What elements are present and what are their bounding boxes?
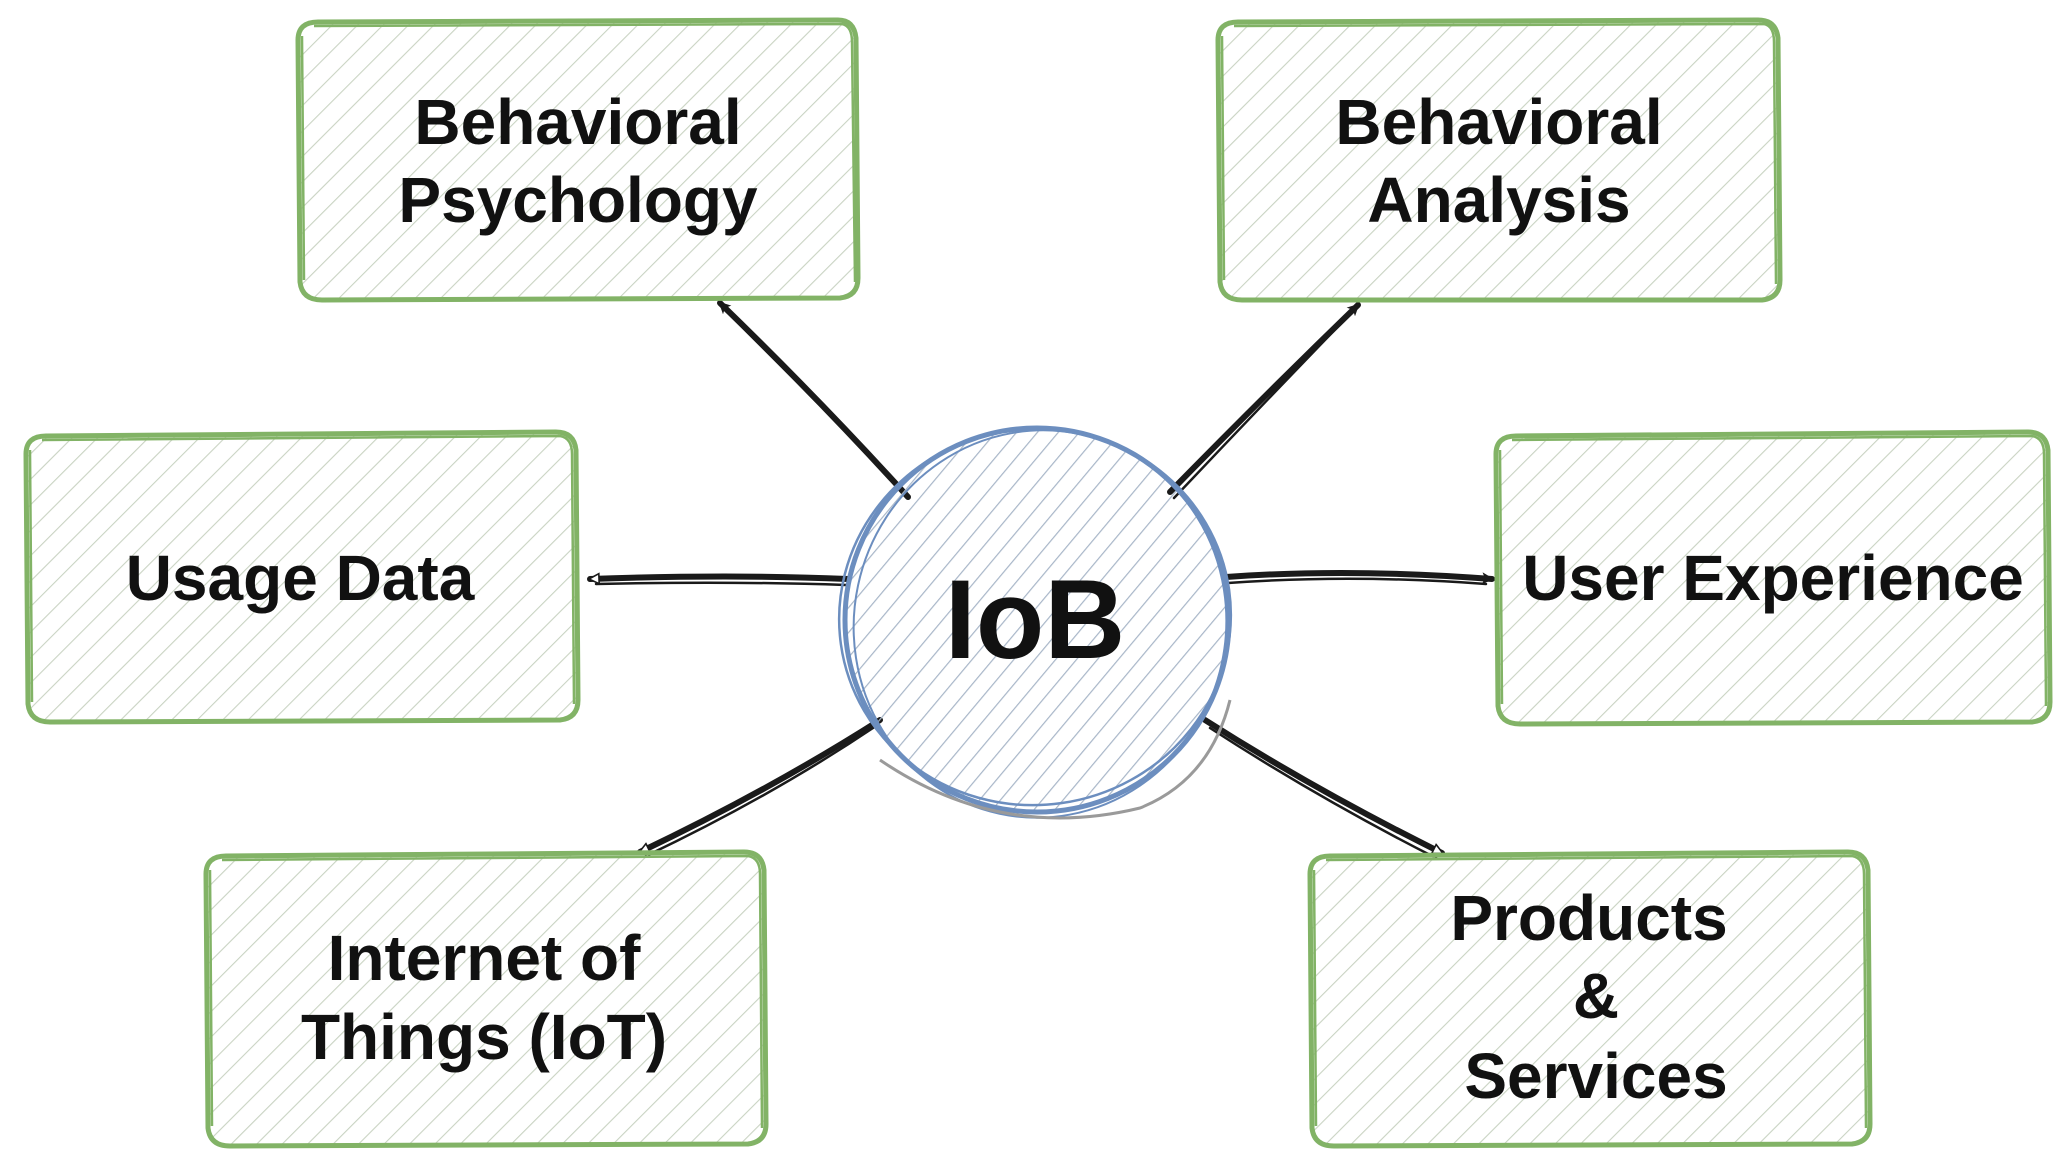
node-usage-data: Usage Data — [23, 429, 581, 725]
node-behavioral-psychology: Behavioral Psychology — [295, 17, 861, 303]
arrow-to-user-experience — [1223, 569, 1495, 585]
center-circle-sketch-2 — [852, 429, 1228, 819]
node-behavioral-analysis: Behavioral Analysis — [1215, 17, 1783, 303]
node-user-experience: User Experience — [1493, 429, 2053, 727]
node-label-line-2: Psychology — [398, 164, 758, 236]
box-products-services-sketch — [1312, 854, 1868, 1129]
arrow-to-products-services — [1202, 717, 1445, 856]
arrow-to-internet-of-things-sketch — [644, 724, 878, 858]
center-circle-sketch-1 — [837, 427, 1233, 807]
box-usage-data — [23, 429, 581, 725]
node-label-line-1: User Experience — [1522, 542, 2024, 614]
box-behavioral-analysis-sketch — [1220, 22, 1778, 285]
arrow-to-usage-data — [587, 577, 851, 580]
box-behavioral-analysis — [1215, 17, 1783, 303]
node-label-line-1: Behavioral — [414, 86, 741, 158]
arrow-to-behavioral-analysis — [1167, 302, 1361, 495]
box-internet-of-things — [203, 849, 769, 1149]
node-label-line-1: Products — [1450, 882, 1727, 954]
box-user-experience — [1493, 429, 2053, 727]
node-label-line-1: Behavioral — [1335, 86, 1662, 158]
arrow-to-behavioral-psychology-sketch — [722, 307, 906, 494]
node-label-line-2: & — [1573, 960, 1619, 1032]
node-label-line-1: Internet of — [328, 922, 642, 994]
node-label-line-3: Services — [1464, 1040, 1727, 1112]
box-behavioral-psychology-sketch — [300, 22, 857, 283]
node-label-line-2: Things (IoT) — [301, 1001, 667, 1073]
center-circle-shadow — [879, 699, 1232, 820]
arrows — [587, 300, 1495, 860]
arrow-to-behavioral-analysis-sketch — [1172, 310, 1354, 500]
arrow-to-usage-data-sketch — [594, 581, 848, 587]
box-usage-data-sketch — [28, 434, 576, 705]
box-behavioral-psychology — [295, 17, 861, 303]
node-internet-of-things: Internet of Things (IoT) — [203, 849, 769, 1149]
center-label: IoB — [945, 557, 1125, 682]
arrow-to-products-services-sketch — [1208, 726, 1438, 860]
box-products-services — [1307, 849, 1873, 1149]
node-label-line-2: Analysis — [1367, 164, 1630, 236]
box-internet-of-things-sketch — [208, 854, 764, 1129]
box-user-experience-sketch — [1498, 434, 2048, 707]
arrow-to-internet-of-things — [637, 717, 883, 855]
center-node: IoB — [837, 425, 1233, 820]
node-products-services: Products & Services — [1307, 849, 1873, 1149]
arrow-to-user-experience-sketch — [1226, 577, 1488, 586]
node-label-line-1: Usage Data — [126, 542, 475, 614]
